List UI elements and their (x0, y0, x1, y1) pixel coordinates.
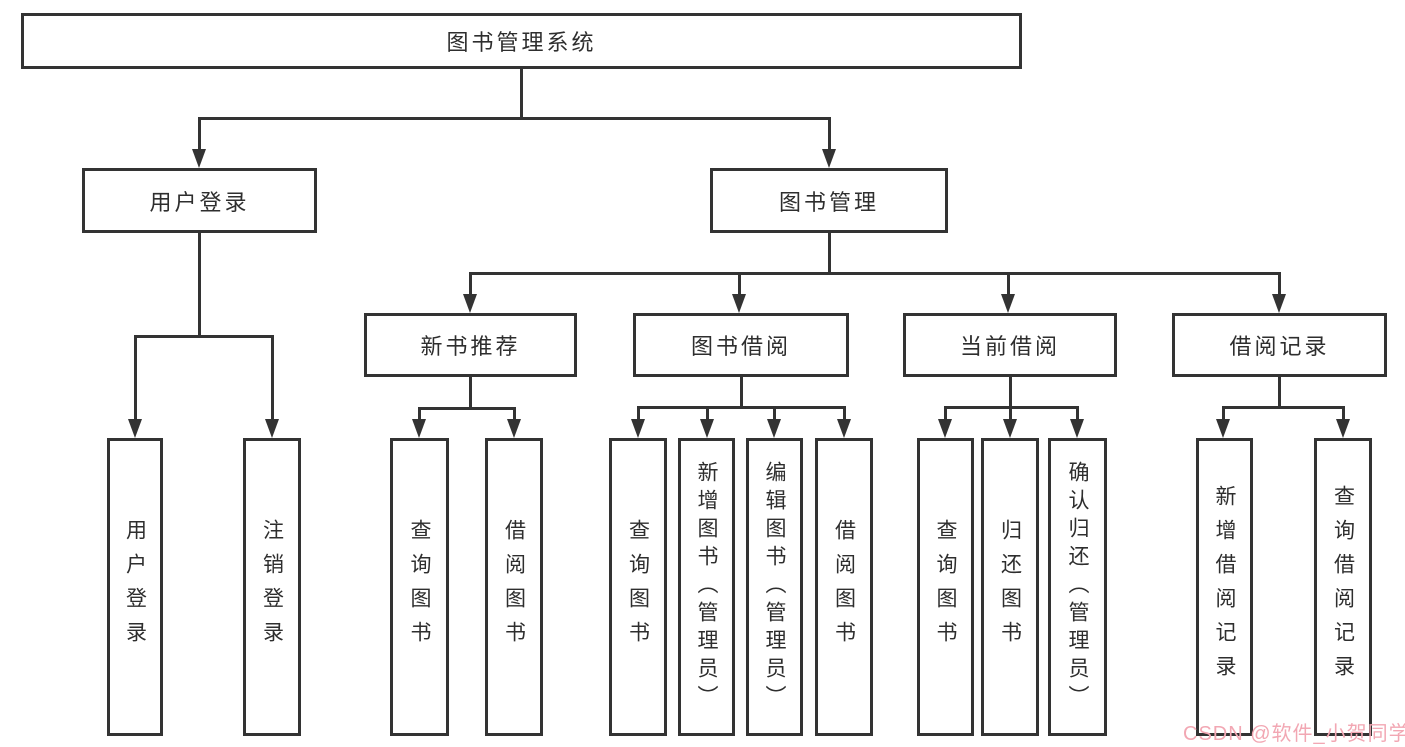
leaf-label: 借阅图书 (832, 519, 856, 655)
arrow-down-icon (822, 149, 836, 168)
leaf-query-borrow-record: 查询借阅记录 (1314, 438, 1372, 736)
leaf-label: 确认归还（管理员） (1066, 461, 1089, 713)
leaf-query-book: 查询图书 (609, 438, 667, 736)
connector-drop (944, 406, 947, 422)
leaf-query-current: 查询图书 (917, 438, 974, 736)
connector-book-mgmt-stem (828, 233, 831, 275)
connector-stem (1009, 377, 1012, 409)
leaf-label: 注销登录 (260, 519, 284, 655)
connector-stem (740, 377, 743, 409)
connector-drop (637, 406, 640, 422)
connector-drop (513, 407, 516, 423)
connector-drop (706, 406, 709, 422)
connector-user-login-stem (198, 233, 201, 338)
node-new-book-recommend: 新书推荐 (364, 313, 577, 377)
node-label: 图书管理 (778, 189, 879, 215)
leaf-label: 查询图书 (934, 519, 957, 655)
leaf-logout: 注销登录 (243, 438, 301, 736)
leaf-add-borrow-record: 新增借阅记录 (1196, 438, 1253, 736)
node-root: 图书管理系统 (21, 13, 1022, 69)
arrow-down-icon (732, 294, 746, 313)
connector-root-stem (520, 69, 523, 117)
node-label: 新书推荐 (420, 334, 521, 359)
connector-rail (637, 406, 846, 409)
arrow-down-icon (128, 419, 142, 438)
connector-drop (134, 335, 137, 421)
arrow-down-icon (767, 419, 781, 438)
arrow-down-icon (1216, 419, 1230, 438)
connector-drop (738, 272, 741, 296)
leaf-borrow-book-recommend: 借阅图书 (485, 438, 543, 736)
connector-drop (1009, 406, 1012, 422)
connector-drop (773, 406, 776, 422)
connector-drop (1278, 272, 1281, 296)
arrow-down-icon (1003, 419, 1017, 438)
connector-drop (469, 272, 472, 296)
arrow-down-icon (938, 419, 952, 438)
connector-drop (271, 335, 274, 421)
leaf-label: 用户登录 (123, 519, 147, 655)
leaf-label: 新增图书（管理员） (695, 461, 718, 713)
connector-rail (1222, 406, 1345, 409)
leaf-borrow-book: 借阅图书 (815, 438, 873, 736)
arrow-down-icon (507, 419, 521, 438)
node-label: 借阅记录 (1229, 334, 1330, 359)
leaf-query-book-recommend: 查询图书 (390, 438, 449, 736)
node-label: 图书管理系统 (446, 30, 597, 55)
node-book-management: 图书管理 (710, 168, 948, 233)
arrow-down-icon (1001, 294, 1015, 313)
connector-book-mgmt-rail (469, 272, 1281, 275)
arrow-down-icon (412, 419, 426, 438)
leaf-label: 新增借阅记录 (1213, 485, 1236, 689)
leaf-return-book: 归还图书 (981, 438, 1039, 736)
arrow-down-icon (1070, 419, 1084, 438)
arrow-down-icon (631, 419, 645, 438)
arrow-down-icon (1272, 294, 1286, 313)
connector-drop (1007, 272, 1010, 296)
connector-stem (1278, 377, 1281, 409)
leaf-label: 查询借阅记录 (1331, 485, 1355, 689)
leaf-add-book-admin: 新增图书（管理员） (678, 438, 735, 736)
node-label: 当前借阅 (959, 334, 1060, 359)
connector-rail (418, 407, 516, 410)
arrow-down-icon (1336, 419, 1350, 438)
node-user-login: 用户登录 (82, 168, 317, 233)
connector-drop (1342, 406, 1345, 422)
leaf-label: 查询图书 (408, 519, 431, 655)
leaf-edit-book-admin: 编辑图书（管理员） (746, 438, 803, 736)
arrow-down-icon (700, 419, 714, 438)
node-borrow-record: 借阅记录 (1172, 313, 1387, 377)
leaf-label: 归还图书 (998, 519, 1022, 655)
arrow-down-icon (265, 419, 279, 438)
node-book-borrow: 图书借阅 (633, 313, 849, 377)
node-label: 图书借阅 (690, 334, 791, 359)
leaf-user-login: 用户登录 (107, 438, 163, 736)
leaf-label: 查询图书 (626, 519, 650, 655)
leaf-label: 编辑图书（管理员） (763, 461, 786, 713)
node-label: 用户登录 (149, 189, 250, 215)
connector-drop (1222, 406, 1225, 422)
arrow-down-icon (463, 294, 477, 313)
connector-drop (843, 406, 846, 422)
leaf-confirm-return-admin: 确认归还（管理员） (1048, 438, 1107, 736)
connector-drop (828, 117, 831, 151)
connector-root-rail (198, 117, 831, 120)
arrow-down-icon (837, 419, 851, 438)
connector-stem (469, 377, 472, 410)
connector-user-login-rail (134, 335, 274, 338)
arrow-down-icon (192, 149, 206, 168)
node-current-borrow: 当前借阅 (903, 313, 1117, 377)
connector-drop (418, 407, 421, 423)
csdn-watermark: CSDN @软件_小贺同学 (1183, 723, 1405, 745)
leaf-label: 借阅图书 (502, 519, 526, 655)
connector-drop (198, 117, 201, 151)
connector-drop (1076, 406, 1079, 422)
